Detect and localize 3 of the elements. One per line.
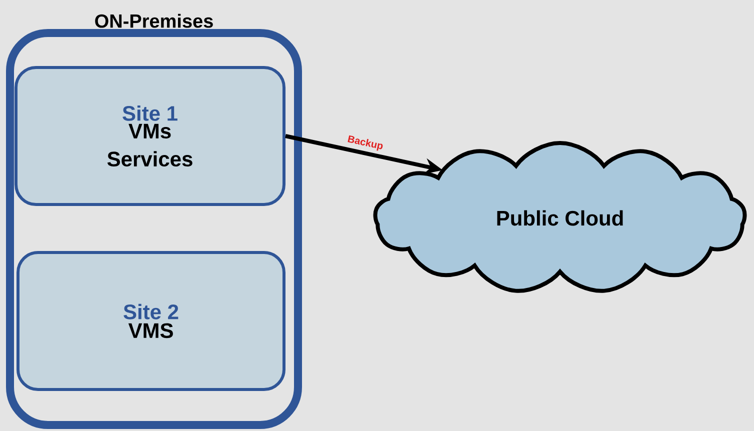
site-box: Site 2 VMS <box>16 251 286 391</box>
site-box: Site 1 VMs Services <box>14 66 286 206</box>
node-label: ON-Premises <box>95 14 213 28</box>
